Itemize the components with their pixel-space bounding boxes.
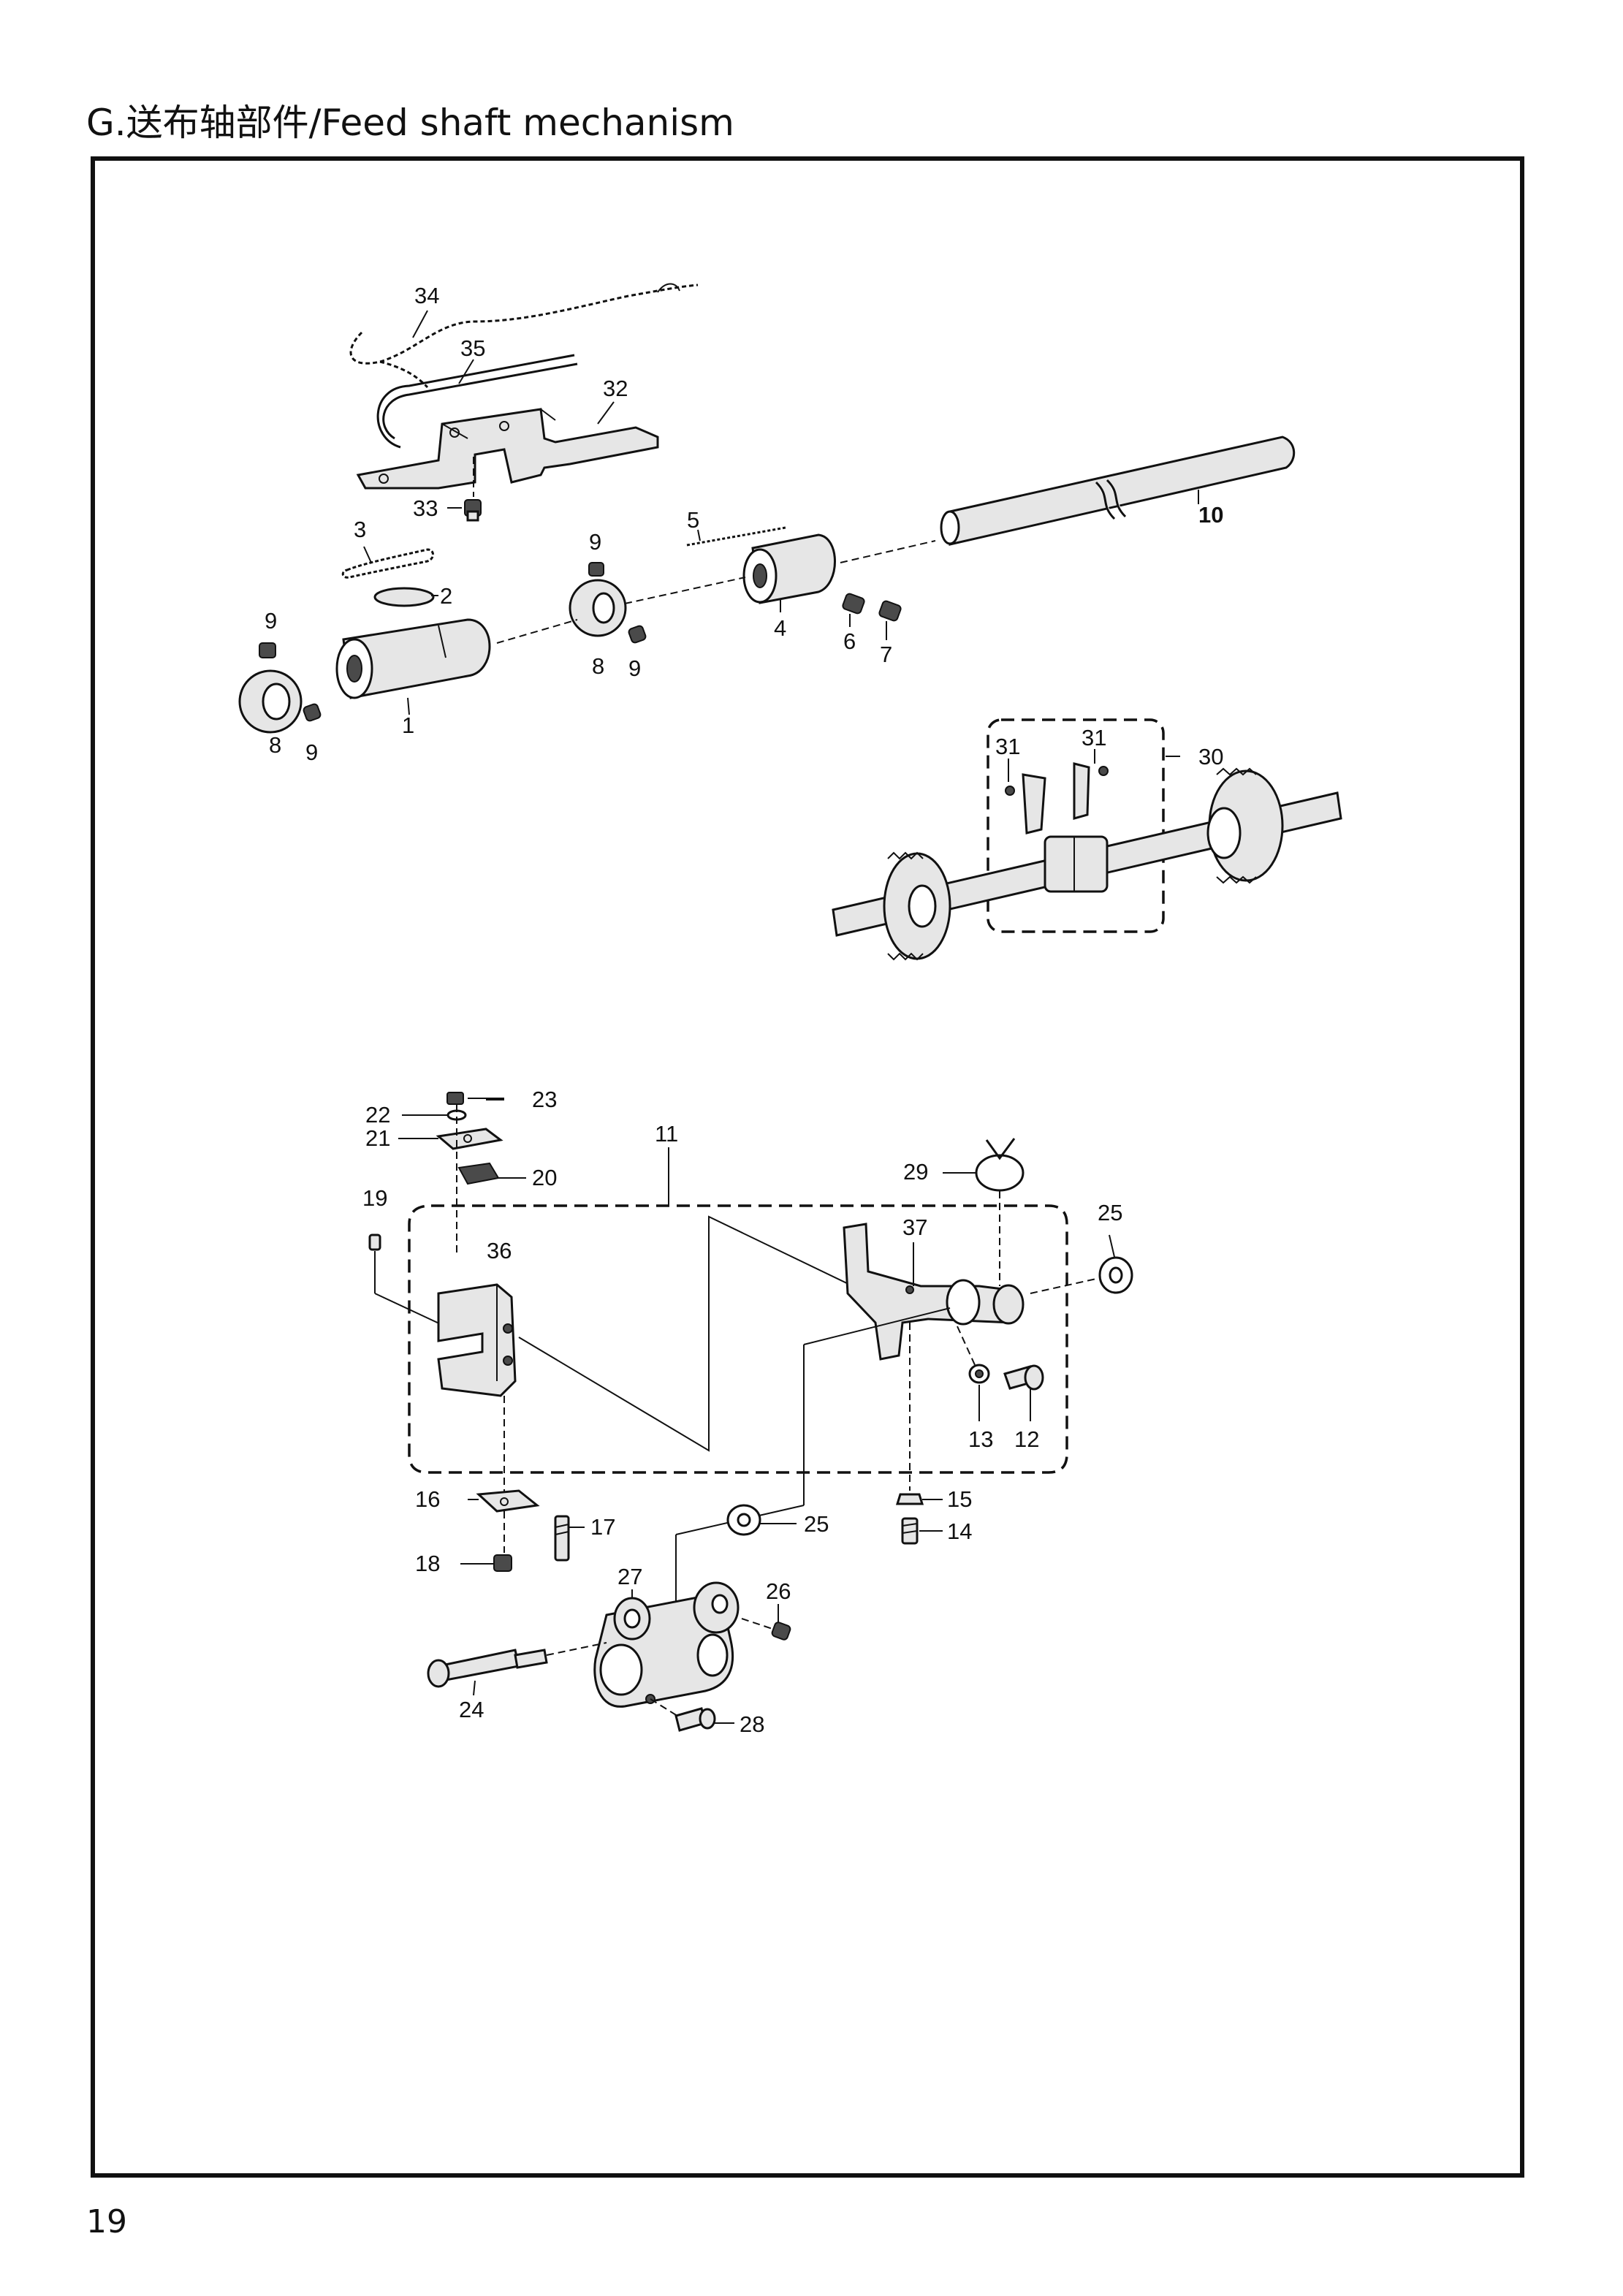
callout-7: 7 <box>880 642 892 667</box>
callout-34: 34 <box>414 283 439 308</box>
callout-21: 21 <box>365 1125 390 1151</box>
callout-15: 15 <box>947 1486 972 1512</box>
part-8-collar-lower <box>238 642 322 734</box>
page-title: G.送布轴部件/Feed shaft mechanism <box>86 102 734 144</box>
part-17-stud <box>554 1515 570 1562</box>
page-number: 19 <box>86 2203 127 2240</box>
callout-9-top-middle: 9 <box>589 529 601 555</box>
part-25-washer-upper <box>1098 1256 1133 1294</box>
part-18-screw <box>493 1511 512 1572</box>
callout-18: 18 <box>415 1551 440 1576</box>
part-8-collar-middle <box>569 562 647 644</box>
callout-30: 30 <box>1198 744 1223 769</box>
part-12-screw <box>1003 1364 1044 1391</box>
callout-33: 33 <box>413 495 438 521</box>
callout-29: 29 <box>903 1159 928 1185</box>
callout-28: 28 <box>740 1711 764 1737</box>
part-37-feed-arm <box>843 1223 1025 1361</box>
part-4-sleeve <box>742 533 836 604</box>
callout-31-left: 31 <box>995 734 1020 759</box>
part-23-screw <box>446 1092 504 1105</box>
part-13-washer <box>957 1326 990 1384</box>
upper-axis-lines <box>496 540 936 644</box>
part-25-washer-lower <box>726 1504 761 1536</box>
part-32-bracket <box>356 408 659 490</box>
callout-23: 23 <box>532 1087 557 1112</box>
callout-6: 6 <box>843 628 856 654</box>
callout-8-lower: 8 <box>269 732 281 758</box>
callout-25-lower: 25 <box>804 1511 829 1537</box>
callout-16: 16 <box>415 1486 440 1512</box>
callout-9-lower-screw: 9 <box>305 740 318 765</box>
part-10-shaft <box>940 436 1296 546</box>
callout-25-upper: 25 <box>1098 1200 1122 1225</box>
part-15-nut <box>895 1323 924 1505</box>
callout-19: 19 <box>362 1185 387 1211</box>
callout-36: 36 <box>487 1238 512 1263</box>
part-3-spring <box>341 548 434 579</box>
callout-10: 10 <box>1198 502 1223 528</box>
callout-9-top-left: 9 <box>265 608 277 634</box>
callout-8-middle: 8 <box>592 653 604 679</box>
diagram-frame <box>91 156 1524 2178</box>
part-16-plate <box>476 1489 540 1513</box>
callout-4: 4 <box>774 615 786 641</box>
part-20-block <box>457 1162 500 1185</box>
part-28-screw <box>650 1698 716 1732</box>
group-connector-line <box>518 1215 914 1452</box>
callout-11: 11 <box>655 1121 678 1147</box>
part-36-fork-block <box>437 1283 517 1397</box>
part-30-gear-assembly <box>832 762 1342 961</box>
part-21-plate <box>436 1128 503 1150</box>
callout-14: 14 <box>947 1518 972 1544</box>
part-14-screw <box>901 1517 919 1545</box>
part-6-7-set-screws <box>842 593 902 622</box>
part-33-screw <box>464 457 482 522</box>
callout-22: 22 <box>365 1102 390 1128</box>
callout-20: 20 <box>532 1165 557 1190</box>
callout-17: 17 <box>590 1514 615 1540</box>
part-5-pin <box>686 526 786 547</box>
callout-31-right: 31 <box>1082 725 1106 750</box>
callout-27: 27 <box>617 1564 642 1589</box>
part-1-cylinder <box>335 618 491 699</box>
callout-2: 2 <box>440 583 452 609</box>
callout-26: 26 <box>766 1578 791 1604</box>
part-35-rod <box>376 354 578 449</box>
part-34-wire <box>349 283 699 389</box>
callout-5: 5 <box>687 507 699 533</box>
callout-12: 12 <box>1014 1426 1039 1452</box>
part-30-group-box <box>987 718 1165 933</box>
callout-3: 3 <box>354 517 366 542</box>
callout-9-middle-screw: 9 <box>628 655 641 681</box>
callout-13: 13 <box>968 1426 993 1452</box>
part-11-group-box <box>408 1204 1068 1474</box>
callout-37: 37 <box>902 1214 927 1240</box>
part-24-shaft <box>427 1642 607 1688</box>
part-29-clamp <box>975 1138 1025 1286</box>
callout-35: 35 <box>460 335 485 361</box>
callout-24: 24 <box>459 1697 484 1722</box>
part-26-set-screw <box>741 1618 791 1641</box>
part-19-pin <box>368 1233 454 1331</box>
callout-labels: 34 35 32 33 3 2 9 9 5 4 6 7 8 9 1 8 9 10… <box>265 283 1223 1737</box>
callout-leaders <box>363 310 1199 1724</box>
part-27-feed-rocker <box>593 1581 740 1708</box>
callout-1: 1 <box>402 712 414 738</box>
part-2-disc <box>373 587 435 607</box>
callout-32: 32 <box>603 376 628 401</box>
